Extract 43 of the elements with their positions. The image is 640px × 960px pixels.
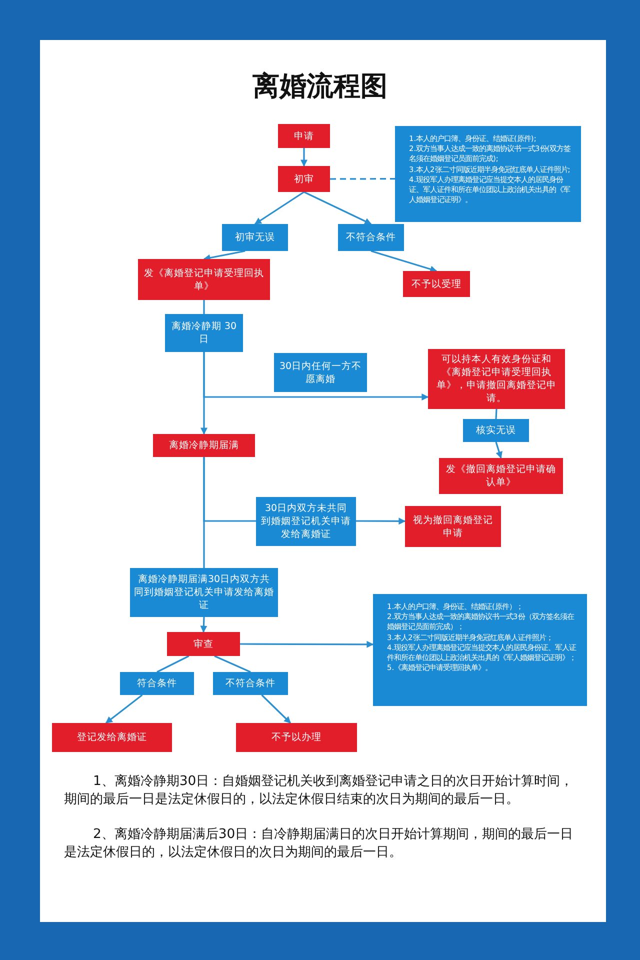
note-paragraph: 1、离婚冷静期30日：自婚姻登记机关收到离婚登记申请之日的次日开始计算时间，期间的最后一日是法定休假日的，以法定休假日结束的次日为期间的最后一日。 (64, 773, 574, 808)
condition-box: 30日内任何一方不愿离婚 (274, 353, 367, 392)
condition-box: 不符合条件 (213, 672, 288, 695)
process-box: 初审 (278, 166, 330, 192)
condition-box: 离婚冷静期届满30日内双方共同到婚姻登记机关申请发给离婚证 (130, 568, 278, 617)
arrow (254, 191, 304, 225)
arrow (240, 640, 374, 648)
arrow (304, 191, 372, 225)
arrow (261, 694, 291, 724)
arrow (203, 250, 246, 262)
condition-box: 初审无误 (222, 224, 288, 251)
process-box: 发《离婚登记申请受理回执单》 (138, 259, 270, 300)
arrow (105, 694, 143, 724)
process-box: 发《撤回离婚登记申请确认单》 (439, 458, 563, 494)
note-panel (395, 126, 581, 222)
condition-box: 30日内双方未共同到婚姻登记机关申请发给离婚证 (256, 497, 356, 546)
condition-box: 符合条件 (120, 672, 194, 695)
condition-box: 离婚冷静期 30日 (165, 314, 243, 352)
process-box: 视为撤回离婚登记申请 (405, 506, 501, 547)
dashed-line (330, 178, 395, 180)
process-box: 登记发给离婚证 (52, 723, 172, 752)
arrow (495, 442, 502, 459)
note-panel (373, 594, 587, 706)
process-box: 可以持本人有效身份证和《离婚登记申请受理回执单》，申请撤回离婚登记申请。 (428, 349, 565, 409)
arrow (370, 250, 438, 272)
process-box: 申请 (278, 124, 330, 148)
connector-line (203, 300, 205, 314)
arrow (300, 148, 308, 167)
connector-line (156, 655, 190, 673)
condition-box: 不符合条件 (338, 224, 404, 251)
connector-line (214, 655, 251, 673)
connector-line (495, 408, 498, 420)
process-box: 离婚冷静期届满 (153, 434, 255, 457)
process-box: 审查 (167, 632, 240, 656)
process-box: 不予以受理 (403, 271, 470, 297)
note-paragraph: 2、离婚冷静期届满后30日：自冷静期届满日的次日开始计算期间，期间的最后一日是法定休假日的，以法定休假日的次日为期间的最后一日。 (64, 826, 574, 861)
connector-line (203, 457, 256, 522)
title: 离婚流程图 (252, 70, 388, 104)
arrow (356, 518, 406, 525)
arrow (203, 352, 429, 400)
condition-box: 核实无误 (463, 419, 529, 442)
process-box: 不予以办理 (236, 723, 357, 752)
arrow (200, 616, 208, 633)
